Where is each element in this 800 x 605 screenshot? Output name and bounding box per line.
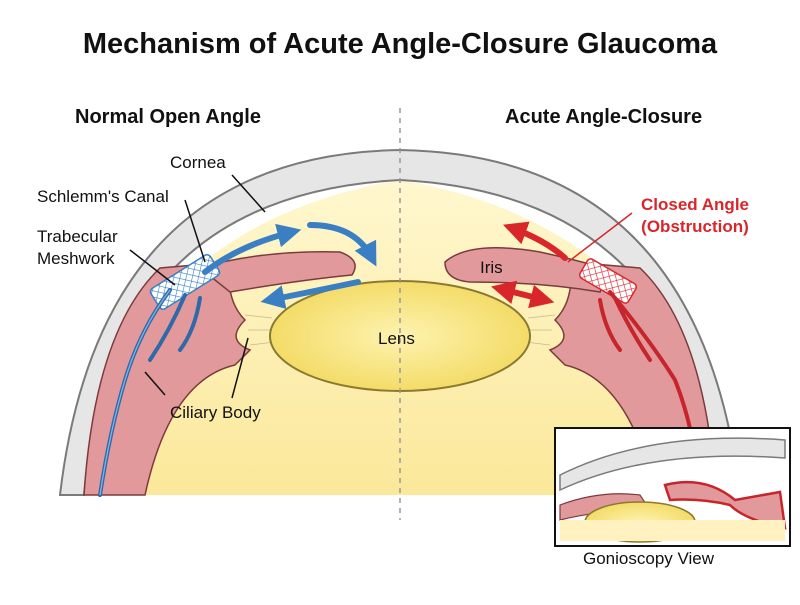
- ciliary-tissue-left: [83, 261, 252, 496]
- label-iris: Iris: [480, 258, 503, 277]
- label-gonioscopy-view: Gonioscopy View: [583, 549, 715, 568]
- panel-title-normal: Normal Open Angle: [75, 106, 261, 128]
- label-ciliary-body: Ciliary Body: [170, 403, 261, 422]
- trabecular-meshwork-right: [578, 258, 638, 304]
- label-meshwork: Meshwork: [37, 249, 115, 268]
- label-obstruction: (Obstruction): [641, 217, 749, 236]
- aqueous-flow-arrows-normal: [202, 222, 377, 309]
- panel-title-closure: Acute Angle-Closure: [505, 106, 703, 128]
- label-lens: Lens: [378, 329, 415, 348]
- diagram-title: Mechanism of Acute Angle-Closure Glaucom…: [82, 28, 718, 60]
- leader-lines: [129, 174, 633, 399]
- iris-left: [198, 251, 356, 293]
- gonioscopy-inset: [554, 427, 791, 547]
- label-closed-angle: Closed Angle: [641, 195, 749, 214]
- label-schlemms-canal: Schlemm's Canal: [37, 187, 169, 206]
- label-cornea: Cornea: [170, 153, 226, 172]
- aqueous-flow-arrows-blocked: [491, 221, 568, 309]
- label-trabecular: Trabecular: [37, 227, 118, 246]
- outflow-vessels-left-highlight: [99, 289, 171, 496]
